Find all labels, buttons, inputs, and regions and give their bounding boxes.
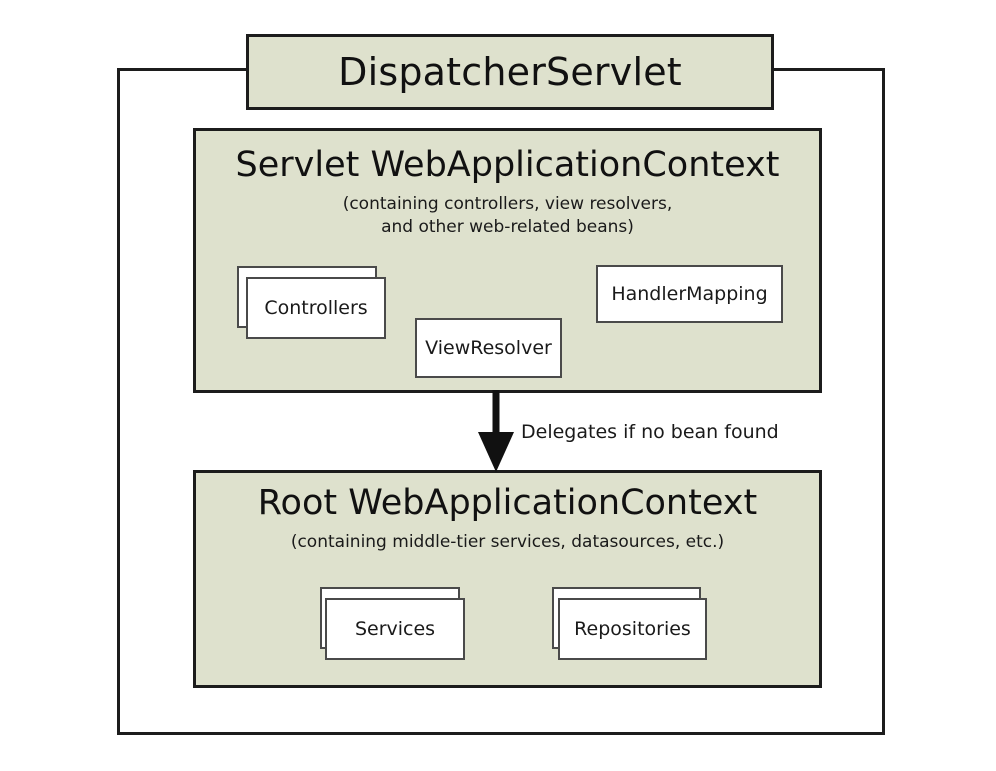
dispatcher-servlet-title-box: DispatcherServlet [246, 34, 774, 110]
servlet-webapplicationcontext-box: Servlet WebApplicationContext (containin… [193, 128, 822, 393]
repositories-box: Repositories [558, 598, 707, 660]
delegation-arrow-icon [478, 390, 514, 472]
servlet-context-subtitle: (containing controllers, view resolvers,… [342, 194, 673, 237]
handlermapping-label: HandlerMapping [611, 283, 768, 305]
servlet-context-heading: Servlet WebApplicationContext [235, 145, 780, 185]
handlermapping-box: HandlerMapping [596, 265, 783, 323]
controllers-label: Controllers [264, 297, 368, 319]
delegation-arrow-label: Delegates if no bean found [521, 421, 779, 443]
root-webapplicationcontext-box: Root WebApplicationContext (containing m… [193, 470, 822, 688]
root-context-heading: Root WebApplicationContext [257, 483, 758, 523]
repositories-label: Repositories [574, 618, 691, 640]
root-context-subtitle: (containing middle-tier services, dataso… [290, 532, 725, 552]
viewresolver-label: ViewResolver [425, 337, 552, 359]
services-label: Services [354, 618, 436, 640]
services-box: Services [325, 598, 465, 660]
viewresolver-box: ViewResolver [415, 318, 562, 378]
controllers-box: Controllers [246, 277, 386, 339]
dispatcher-servlet-title: DispatcherServlet [338, 50, 682, 94]
